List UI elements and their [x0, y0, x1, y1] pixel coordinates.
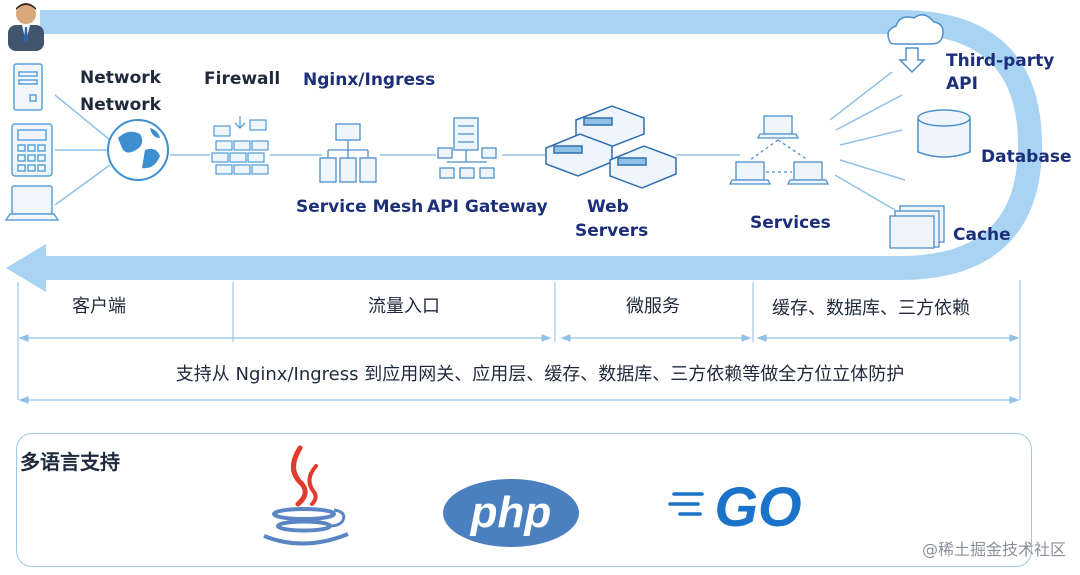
- cloud-icon: [887, 14, 944, 74]
- service-mesh-label: Service Mesh: [296, 197, 424, 217]
- connection-lines: [54, 71, 906, 211]
- php-logo-icon: php: [443, 479, 579, 547]
- go-logo-icon: GO: [668, 475, 802, 538]
- php-logo-text: php: [470, 488, 552, 537]
- flow-diagram: [4, 3, 1043, 404]
- calculator-icon: [11, 123, 53, 177]
- database-icon: [917, 109, 971, 158]
- laptop-icon: [4, 185, 60, 221]
- language-support-title: 多语言支持: [20, 450, 120, 474]
- third-party-label-1: Third-party: [946, 51, 1055, 71]
- protection-summary: 支持从 Nginx/Ingress 到应用网关、应用层、缓存、数据库、三方依赖等…: [175, 364, 905, 385]
- desktop-tower-icon: [13, 63, 43, 111]
- user-avatar-icon: [8, 3, 44, 51]
- services-label: Services: [750, 213, 831, 233]
- segment-label-ingress: 流量入口: [368, 296, 440, 317]
- language-support-panel: [16, 433, 1032, 567]
- web-servers-label-2: Servers: [575, 221, 649, 241]
- segment-label-microservice: 微服务: [626, 296, 680, 317]
- api-gateway-label: API Gateway: [427, 197, 548, 217]
- segment-dividers: [17, 280, 1021, 400]
- service-mesh-icon: [319, 123, 377, 183]
- network-label-2: Network: [80, 95, 161, 115]
- firewall-label: Firewall: [204, 69, 281, 89]
- cache-icon: [889, 205, 945, 249]
- web-servers-label-1: Web: [587, 197, 629, 217]
- services-icon: [728, 115, 830, 185]
- segment-label-client: 客户端: [72, 296, 126, 317]
- segment-label-deps: 缓存、数据库、三方依赖: [772, 298, 970, 319]
- network-label-1: Network: [80, 68, 161, 88]
- globe-icon: [107, 119, 169, 181]
- flow-loop-arrow: [40, 9, 1043, 280]
- api-gateway-icon: [437, 117, 497, 179]
- firewall-icon: [211, 116, 269, 175]
- go-logo-text: GO: [714, 475, 801, 538]
- flow-arrow-head: [6, 244, 46, 292]
- database-label: Database: [981, 147, 1072, 167]
- web-servers-icon: [545, 105, 677, 189]
- third-party-label-2: API: [946, 74, 978, 94]
- cache-label: Cache: [953, 225, 1011, 245]
- segment-span-arrows: [18, 334, 1020, 404]
- java-logo-icon: [263, 445, 349, 546]
- watermark: @稀土掘金技术社区: [921, 540, 1066, 559]
- nginx-ingress-label: Nginx/Ingress: [303, 70, 436, 90]
